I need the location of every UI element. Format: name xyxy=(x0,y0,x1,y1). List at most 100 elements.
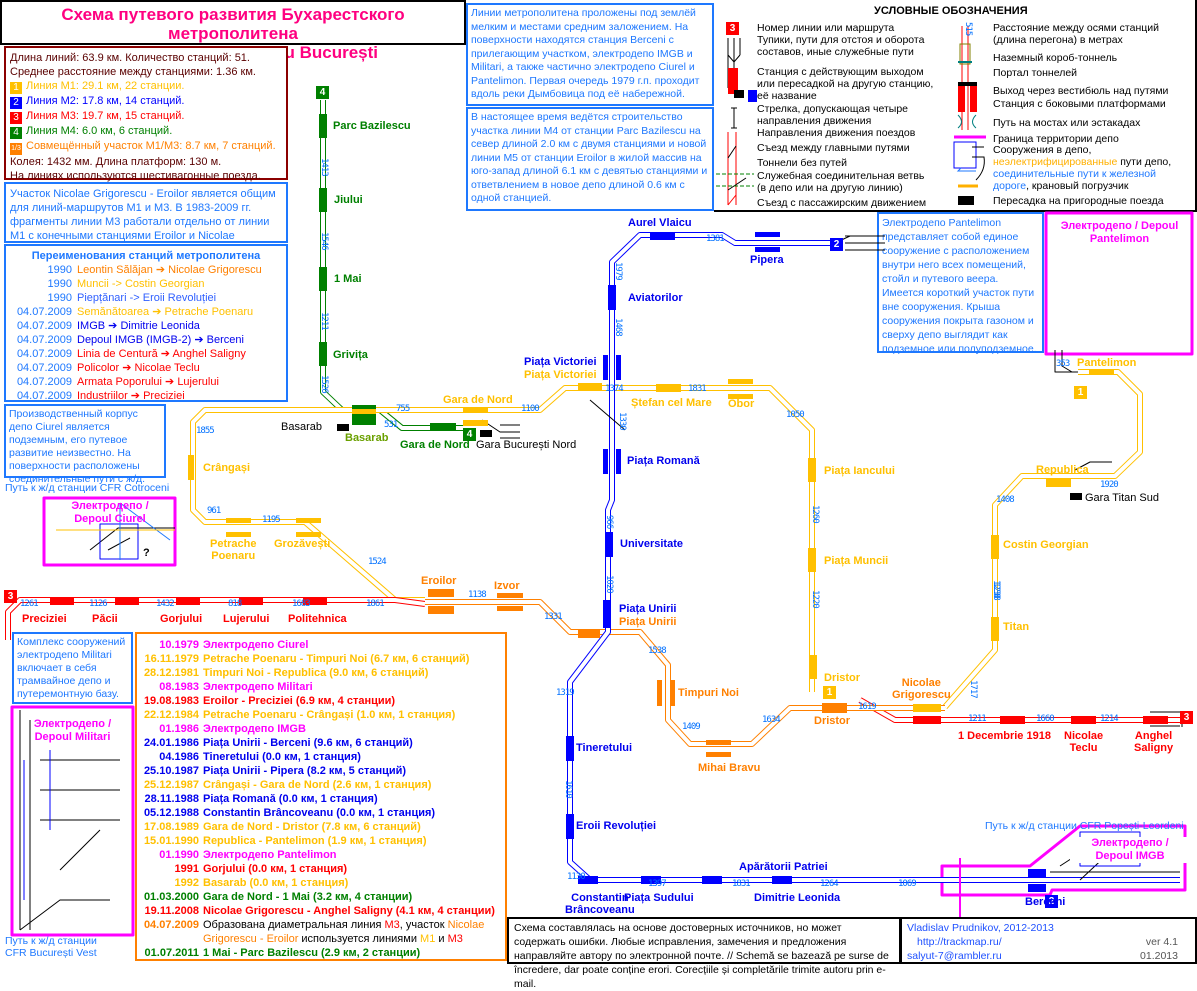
station-label-gara-titan-sud[interactable]: Gara Titan Sud xyxy=(1085,492,1159,504)
station-label-petrache-poenaru[interactable]: Petrache Poenaru xyxy=(210,538,257,562)
legend-item: Направления движения поездов xyxy=(757,127,916,139)
rename-date: 04.07.2009 xyxy=(16,320,72,332)
station-label-mihai-bravu[interactable]: Mihai Bravu xyxy=(698,762,761,774)
legend-item: Съезд между главными путями xyxy=(757,142,910,154)
station-label-gara-bucuresti-nord[interactable]: Gara București Nord xyxy=(476,439,577,451)
station-label-victoriei-m1[interactable]: Piața Victoriei xyxy=(524,369,597,381)
station-label-obor[interactable]: Obor xyxy=(728,398,755,410)
distance-label: 755 xyxy=(396,404,410,414)
station-label-anghel-saligny[interactable]: Anghel Saligny xyxy=(1134,730,1174,754)
switch-icon xyxy=(731,107,737,129)
history-text: Gorjului (0.0 км, 1 станция) xyxy=(203,862,347,876)
station-label-piata-romana[interactable]: Piața Romană xyxy=(627,455,700,467)
station-label-pacii[interactable]: Păcii xyxy=(92,613,118,625)
platform-stefan-cel-mare xyxy=(656,384,681,392)
station-label-unirii-m2[interactable]: Piața Unirii xyxy=(619,603,677,615)
station-label-piata-sudului[interactable]: Piața Sudului xyxy=(624,892,694,904)
station-label-basarab-cfr[interactable]: Basarab xyxy=(281,421,322,433)
platform-1-decembrie-1918 xyxy=(1000,716,1025,724)
distance-label: 1211 xyxy=(319,312,329,330)
station-label-stefan-cel-mare[interactable]: Ștefan cel Mare xyxy=(631,397,712,409)
station-label-costin-georgian[interactable]: Costin Georgian xyxy=(1003,539,1089,551)
station-label-basarab-m[interactable]: Basarab xyxy=(345,432,389,444)
station-label-aparatorii-patriei[interactable]: Apărătorii Patriei xyxy=(739,861,828,873)
platform-piata-romana xyxy=(603,449,608,474)
legend-suburban: Пересадка на пригородные поезда xyxy=(993,195,1164,207)
ciurel-note: Производственный корпус депо Ciurel явля… xyxy=(4,404,166,485)
distance-label: 1831 xyxy=(732,879,751,889)
station-label-gara-nord-m4[interactable]: Gara de Nord xyxy=(400,439,470,451)
history-text-part: Petrache Poenaru - Crângași (1.0 км, 1 с… xyxy=(203,709,456,721)
distance-label: 1319 xyxy=(556,688,575,698)
author-email[interactable]: salyut-7@rambler.ru xyxy=(907,950,1002,962)
station-label-nicolae-grigorescu[interactable]: Nicolae Grigorescu xyxy=(892,677,951,701)
legend-item: Портал тоннелей xyxy=(993,67,1078,79)
station-label-grivita[interactable]: Grivița xyxy=(333,349,368,361)
legend-depot-structures: Сооружения в депо, неэлектрифицированные… xyxy=(993,144,1171,192)
station-label-dristor-m13[interactable]: Dristor xyxy=(814,715,851,727)
platform-tineretului xyxy=(566,736,574,761)
history-text-part: Republica - Pantelimon (1.9 км, 1 станци… xyxy=(203,835,427,847)
platform-titan xyxy=(991,617,999,641)
rename-date: 04.07.2009 xyxy=(16,334,72,346)
station-label-berceni[interactable]: Berceni xyxy=(1025,896,1066,908)
station-label-pipera[interactable]: Pipera xyxy=(750,254,784,266)
history-text-part: Электродепо Ciurel xyxy=(203,639,309,651)
history-text-part: Piața Unirii - Berceni (9.6 км, 6 станци… xyxy=(203,737,413,749)
station-label-piata-iancului[interactable]: Piața Iancului xyxy=(824,465,895,477)
station-label-mai1[interactable]: 1 Mai xyxy=(334,273,362,285)
station-label-crangasi[interactable]: Crângași xyxy=(203,462,251,474)
station-label-gorjului[interactable]: Gorjului xyxy=(160,613,203,625)
station-label-titan[interactable]: Titan xyxy=(1003,621,1030,633)
renames-title: Переименования станций метрополитена xyxy=(31,250,261,262)
history-text: Constantin Brâncoveanu (0.0 км, 1 станци… xyxy=(203,806,435,820)
platform-piata-victoriei-m2 xyxy=(603,355,608,380)
station-icon xyxy=(728,68,738,94)
station-label-aurel-vlaicu[interactable]: Aurel Vlaicu xyxy=(628,217,692,229)
station-label-grozavesti[interactable]: Grozăvești xyxy=(274,538,331,550)
station-label-aviatorilor[interactable]: Aviatorilor xyxy=(628,292,683,304)
station-label-pantelimon[interactable]: Pantelimon xyxy=(1077,357,1137,369)
station-label-dec1918[interactable]: 1 Decembrie 1918 xyxy=(958,730,1051,742)
station-label-victoriei-m2[interactable]: Piața Victoriei xyxy=(524,356,597,368)
station-label-unirii-m13[interactable]: Piața Unirii xyxy=(619,616,677,628)
pantelimon-depot-boundary xyxy=(1044,211,1194,356)
distance-label: 1979 xyxy=(613,262,623,280)
track-direction-icon xyxy=(727,132,737,205)
legend-line-badge: 3 xyxy=(726,22,739,35)
station-label-timpuri-noi[interactable]: Timpuri Noi xyxy=(678,687,739,699)
station-label-republica[interactable]: Republica xyxy=(1036,464,1089,476)
station-label-eroii-revolutiei[interactable]: Eroii Revoluției xyxy=(576,820,657,832)
distance-label: 1409 xyxy=(682,722,701,732)
station-label-izvor[interactable]: Izvor xyxy=(494,580,520,592)
rename-date: 1990 xyxy=(47,278,72,290)
station-label-constantin-brancoveanu[interactable]: Constantin Brâncoveanu xyxy=(565,892,635,916)
station-label-eroilor[interactable]: Eroilor xyxy=(421,575,457,587)
author-url[interactable]: http://trackmap.ru/ xyxy=(917,936,1002,948)
distance-label: 1374 xyxy=(605,384,624,394)
rename-date: 04.07.2009 xyxy=(16,306,72,318)
station-label-preciziei[interactable]: Preciziei xyxy=(22,613,67,625)
distance-label: 1050 xyxy=(786,410,805,420)
station-label-parc-bazilescu[interactable]: Parc Bazilescu xyxy=(333,120,411,132)
station-label-nicolae-teclu[interactable]: Nicolae Teclu xyxy=(1064,730,1104,754)
station-label-lujerului[interactable]: Lujerului xyxy=(223,613,270,625)
station-label-politehnica[interactable]: Politehnica xyxy=(288,613,347,625)
station-label-tineretului[interactable]: Tineretului xyxy=(576,742,633,754)
station-label-universitate[interactable]: Universitate xyxy=(620,538,683,550)
history-date: 25.12.1987 xyxy=(143,779,199,791)
history-date: 01.1986 xyxy=(159,723,199,735)
station-label-gara-nord-m1[interactable]: Gara de Nord xyxy=(443,394,513,406)
distance-label: 1526 xyxy=(319,375,329,393)
station-label-dimitrie-leonida[interactable]: Dimitrie Leonida xyxy=(754,892,841,904)
history-text-part: Piața Unirii - Pipera (8.2 км, 5 станций… xyxy=(203,765,407,777)
distance-label: 1260 xyxy=(810,505,820,523)
station-label-jiului[interactable]: Jiului xyxy=(334,194,363,206)
distance-label: 1211 xyxy=(968,714,987,724)
ciurel-note-text: Производственный корпус депо Ciurel явля… xyxy=(9,408,146,485)
network-stats: Длина линий: 63.9 км. Количество станций… xyxy=(4,46,288,182)
station-label-piata-muncii[interactable]: Piața Muncii xyxy=(824,555,889,567)
station-label-dristor-m1[interactable]: Dristor xyxy=(824,672,861,684)
